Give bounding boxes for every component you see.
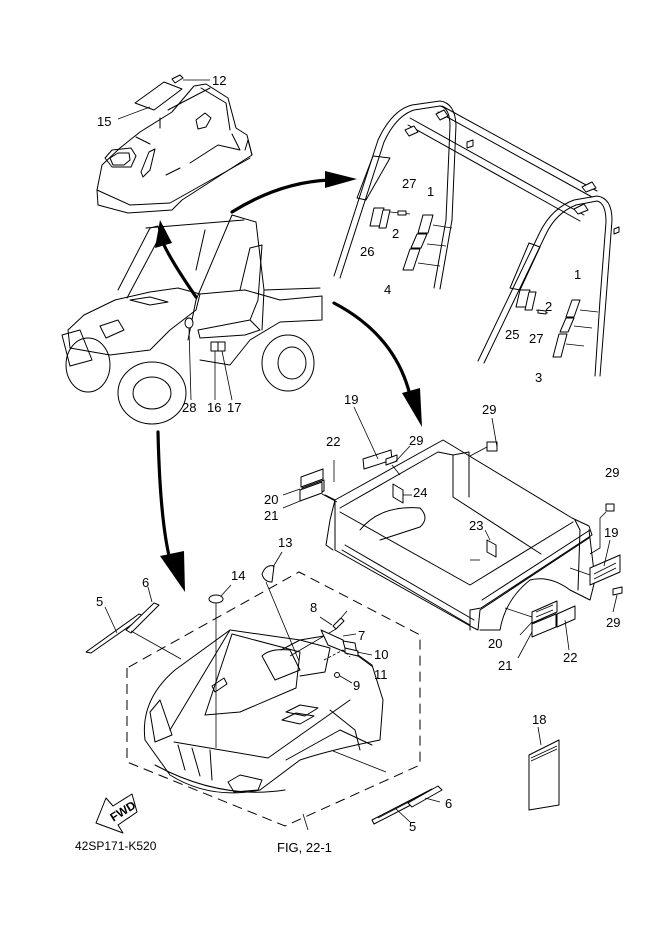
- callout-16: 16: [207, 400, 221, 415]
- decal-19b: [589, 554, 621, 586]
- callout-29d: 29: [606, 615, 620, 630]
- callout-26: 26: [360, 244, 374, 259]
- stripe-6a: [125, 602, 160, 634]
- callout-8: 8: [310, 600, 317, 615]
- decal-21a: [299, 481, 323, 502]
- rivet-8: [332, 617, 345, 630]
- decal-29c: [605, 503, 615, 512]
- callout-7: 7: [358, 628, 365, 643]
- callout-3: 3: [535, 370, 542, 385]
- callout-25: 25: [505, 327, 519, 342]
- fig-22-1-boundary: [126, 571, 421, 827]
- callout-2a: 2: [392, 226, 399, 241]
- callout-29b: 29: [482, 402, 496, 417]
- emblem-14: [208, 594, 224, 604]
- decal-20a: [300, 468, 324, 488]
- label-17: [217, 341, 226, 352]
- callout-24: 24: [413, 485, 427, 500]
- label-2b: [559, 317, 575, 333]
- callout-10: 10: [374, 647, 388, 662]
- callout-29a: 29: [409, 433, 423, 448]
- callout-1a: 1: [427, 184, 434, 199]
- cargo-bed: [282, 406, 623, 659]
- decal-29d: [612, 586, 623, 596]
- callout-4: 4: [384, 282, 391, 297]
- callout-19b: 19: [604, 525, 618, 540]
- decal-29a: [385, 454, 398, 466]
- fwd-direction-icon: FWD: [95, 793, 138, 834]
- callout-6a: 6: [142, 575, 149, 590]
- decal-24: [392, 483, 404, 504]
- vehicle-overview: [61, 214, 323, 425]
- roll-cage: [333, 100, 620, 377]
- manual-booklet-18: [528, 726, 560, 811]
- callout-21b: 21: [498, 658, 512, 673]
- callout-2b: 2: [545, 299, 552, 314]
- label-3: [552, 333, 568, 358]
- label-4: [402, 248, 421, 271]
- callout-17: 17: [227, 400, 241, 415]
- label-1a: [417, 214, 434, 234]
- callout-6b: 6: [445, 796, 452, 811]
- front-hood: [85, 551, 443, 831]
- callout-23: 23: [469, 518, 483, 533]
- decal-23: [486, 539, 497, 558]
- callout-19a: 19: [344, 392, 358, 407]
- callout-13: 13: [278, 535, 292, 550]
- callout-11: 11: [374, 667, 388, 682]
- decal-29b: [486, 441, 498, 452]
- callout-29c: 29: [605, 465, 619, 480]
- decal-12: [171, 74, 184, 84]
- label-16: [210, 341, 219, 352]
- callout-15: 15: [97, 114, 111, 129]
- callout-labels: 12 15 27 1 2 26 4 1 2 25 27 3 28 16 17 1…: [75, 73, 620, 855]
- callout-5a: 5: [96, 594, 103, 609]
- drawing-code: 42SP171-K520: [75, 839, 157, 853]
- callout-20a: 20: [264, 492, 278, 507]
- callout-9: 9: [353, 678, 360, 693]
- label-2a: [410, 233, 428, 249]
- label-1b: [565, 299, 581, 318]
- hood-top-cover: [96, 74, 253, 214]
- callout-12: 12: [212, 73, 226, 88]
- callout-5b: 5: [409, 819, 416, 834]
- decal-20b: [531, 600, 558, 624]
- callout-14: 14: [231, 568, 245, 583]
- decal-22b: [556, 605, 576, 628]
- callout-22a: 22: [326, 434, 340, 449]
- callout-27a: 27: [402, 176, 416, 191]
- nut-9: [334, 672, 340, 678]
- callout-20b: 20: [488, 636, 502, 651]
- emblem-13: [261, 565, 275, 583]
- figure-reference: FIG, 22-1: [277, 840, 332, 855]
- stripe-6b: [407, 785, 443, 808]
- callout-18: 18: [532, 712, 546, 727]
- callout-27b: 27: [529, 331, 543, 346]
- callout-22b: 22: [563, 650, 577, 665]
- callout-1b: 1: [574, 267, 581, 282]
- callout-28: 28: [182, 400, 196, 415]
- callout-21a: 21: [264, 508, 278, 523]
- direction-arrows: [155, 171, 422, 592]
- label-28: [184, 317, 194, 329]
